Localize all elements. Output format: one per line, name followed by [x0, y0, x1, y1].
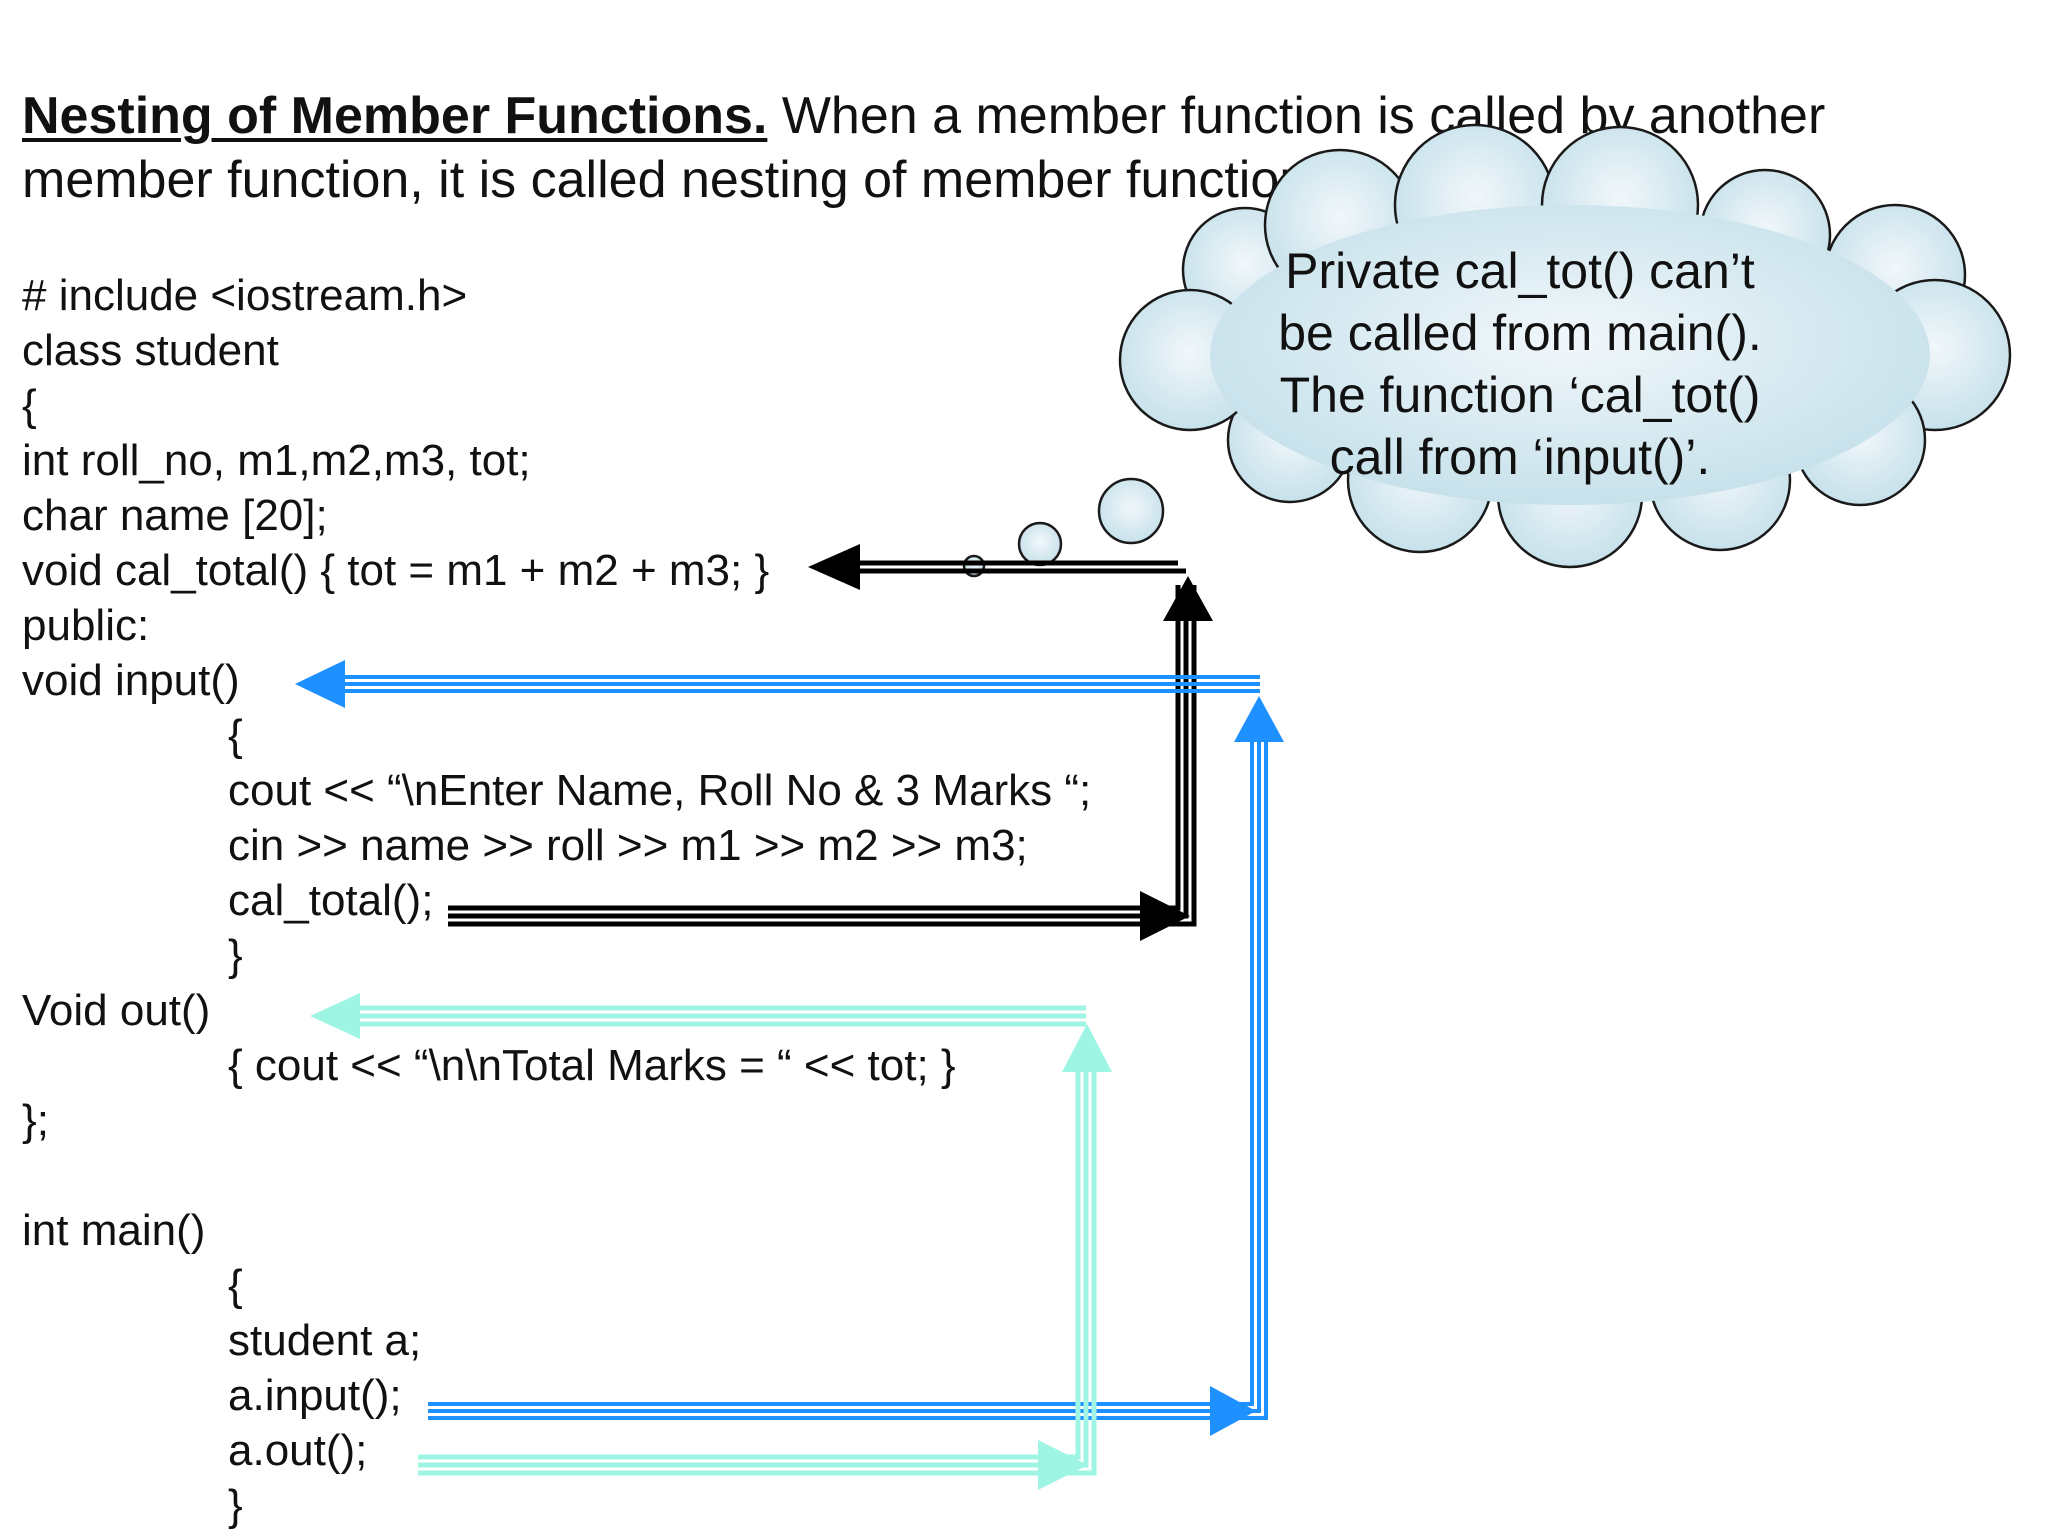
code-line-main-close: }: [228, 1481, 243, 1530]
code-line-int-members: int roll_no, m1,m2,m3, tot;: [22, 436, 531, 485]
code-line-cout: cout << “\nEnter Name, Roll No & 3 Marks…: [228, 766, 1092, 815]
black-arrowhead-left: [808, 544, 860, 590]
blue-arrowhead-right: [1210, 1386, 1256, 1436]
mint-arrowhead-left: [310, 993, 360, 1039]
mint-arrowhead-up: [1062, 1024, 1112, 1072]
code-line-student-a: student a;: [228, 1316, 422, 1365]
mint-arrowhead-right: [1038, 1440, 1088, 1490]
code-line-out-body: { cout << “\n\nTotal Marks = “ << tot; }: [228, 1041, 956, 1090]
code-line-cin: cin >> name >> roll >> m1 >> m2 >> m3;: [228, 821, 1028, 870]
code-line-void-input: void input(): [22, 656, 240, 705]
thought-bubbles: [962, 477, 1165, 578]
code-line-class: class student: [22, 326, 279, 375]
blue-arrowhead-up: [1234, 696, 1284, 742]
code-line-input-open: {: [228, 711, 243, 760]
code-line-cal-total-def: void cal_total() { tot = m1 + m2 + m3; }: [22, 546, 770, 595]
black-arrowhead-up: [1163, 576, 1213, 621]
code-line-int-main: int main(): [22, 1206, 206, 1255]
code-line-a-input: a.input();: [228, 1371, 402, 1420]
code-line-include: # include <iostream.h>: [22, 271, 468, 320]
code-line-cal-total-call: cal_total();: [228, 876, 434, 925]
black-arrowhead-right: [1140, 891, 1190, 941]
code-line-input-close: }: [228, 931, 243, 980]
heading-text: When a member function is called by anot…: [22, 87, 1826, 209]
blue-arrowhead-left: [295, 660, 345, 708]
heading: Nesting of Member Functions. When a memb…: [22, 84, 2012, 212]
code-line-main-open: {: [228, 1261, 243, 1310]
code-line-void-out: Void out(): [22, 986, 211, 1035]
code-line-class-close: };: [22, 1096, 49, 1145]
code-line-open-brace: {: [22, 381, 37, 430]
code-line-a-out: a.out();: [228, 1426, 368, 1475]
heading-title: Nesting of Member Functions.: [22, 87, 768, 145]
callout-text: Private cal_tot() can’t be called from m…: [1278, 243, 1762, 485]
code-line-char-name: char name [20];: [22, 491, 328, 540]
code-line-public: public:: [22, 601, 150, 650]
